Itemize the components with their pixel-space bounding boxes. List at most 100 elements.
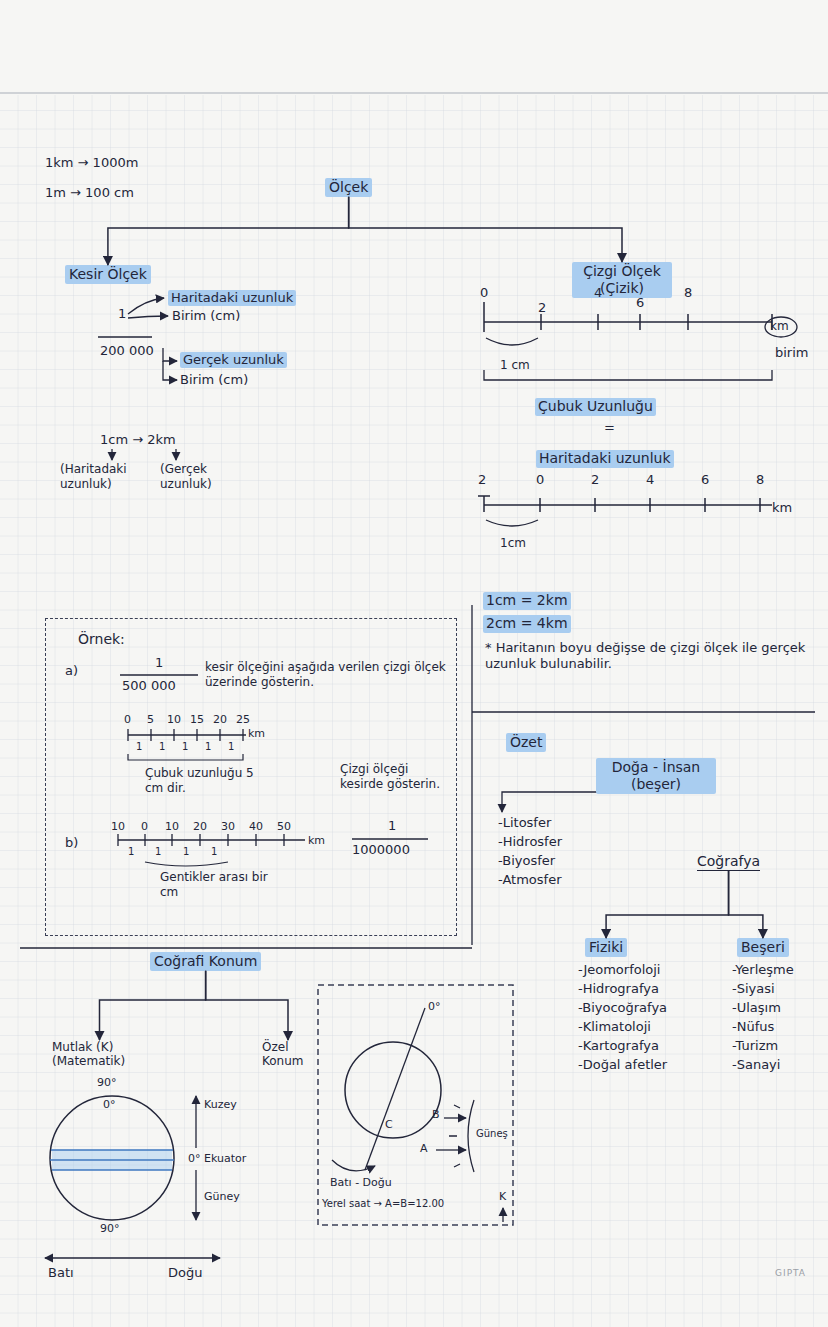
note-text: 0° [103,1098,116,1112]
note-text: b) [65,835,78,851]
note-text: Haritadaki uzunluk [536,450,674,468]
note-text: (Gerçek uzunluk) [160,462,240,492]
node-text: Örnek: [46,619,456,648]
node-text: Coğrafi Konum [154,953,257,970]
pointer-arrow [128,298,164,314]
note-text: 1000000 [352,842,410,858]
note-text: = [604,420,615,436]
note-text: 8 [756,472,764,488]
node-text: (beşer) [600,776,712,793]
note-text: 1 [388,818,396,834]
note-text: km [248,727,265,741]
sun-ray [436,1149,466,1150]
branch-box: Mutlak (K) (Matematik) [52,1040,147,1069]
branch-box: Çizgi Ölçek (Çizik) [572,262,672,298]
note-text: 50 [277,820,291,834]
note-text: 0 [536,472,544,488]
note-text: -Biyocoğrafya [578,1000,667,1016]
note-text: 1cm [500,536,526,551]
note-text: 0° Ekuator [188,1152,246,1166]
note-text: Yerel saat → A=B=12.00 [322,1198,444,1211]
note-text: Güneş [476,1128,508,1141]
note-text: Güney [204,1190,240,1204]
note-text: 10 [167,713,181,727]
fraction-bar [120,674,198,675]
note-text: -Yerleşme [732,962,794,978]
note-text: 0° [428,1000,441,1014]
note-text: -Kartografya [578,1038,659,1054]
connector-arrow [606,871,728,938]
connector-arrow [108,197,349,265]
node-text: Çizgi Ölçek (Çizik) [576,263,668,297]
note-text: Kuzey [204,1098,237,1112]
note-text: 6 [701,472,709,488]
note-text: 1cm = 2km [483,592,571,610]
note-text: 1 [211,846,217,859]
scale-bar [118,839,305,840]
unit-circle [765,317,797,337]
earth-axis [365,1008,425,1170]
note-text: 1m → 100 cm [45,185,134,201]
note-text: B [432,1108,440,1122]
node-text: Özel Konum [262,1040,314,1069]
note-text: 200 000 [100,343,154,359]
note-text: 1 [228,741,234,754]
node-text: Ölçek [329,179,368,196]
globe [345,1042,441,1138]
pointer-arrow [111,449,112,460]
note-text: 30 [221,820,235,834]
note-text: birim [775,345,808,361]
sun-ray [444,1117,466,1118]
note-text: 4 [646,472,654,488]
rotation-arrow [332,1160,375,1171]
note-text: Çubuk uzunluğu 5 cm dir. [145,766,265,796]
pointer-arrow [175,449,176,460]
note-text: 1 [183,846,189,859]
note-text: 1 [118,306,126,322]
topic-box: Ölçek [325,178,372,197]
note-text: -Hidrografya [578,981,659,997]
note-text: Haritadaki uzunluk [168,290,296,306]
unit-brace [486,338,538,345]
scale-ticks [478,496,760,512]
note-text: Gerçek uzunluk [180,352,287,368]
note-text: -Sanayi [732,1057,780,1073]
note-text: * Haritanın boyu değişse de çizgi ölçek … [485,640,820,673]
note-text: 0 [141,820,148,834]
note-text: -Atmosfer [498,872,561,888]
note-text: -Hidrosfer [498,834,562,850]
note-text: kesir ölçeğini aşağıda verilen çizgi ölç… [205,660,450,690]
note-text: -Ulaşım [732,1000,781,1016]
note-text: 4 [594,285,602,301]
note-text: -Biyosfer [498,853,555,869]
connector-arrow [100,971,206,1040]
scale-bar [484,504,772,506]
note-text: 10 [165,820,179,834]
note-text: Batı [48,1265,74,1281]
unit-brace [486,520,538,526]
note-text: A [420,1142,428,1156]
note-text: 1 cm [500,358,530,373]
note-text: 25 [236,713,250,727]
scale-ticks [118,834,284,846]
note-text: GIPTA [775,1268,806,1279]
note-text: 1 [155,655,163,671]
note-text: 1 [155,846,161,859]
connector-arrow [206,971,288,1040]
pointer-arrow [163,361,177,380]
node-text: Mutlak (K) (Matematik) [52,1040,147,1069]
node-text: Coğrafya [697,853,760,871]
node-text: Beşeri [741,939,785,956]
note-text: -Litosfer [498,815,551,831]
fraction-bar [98,336,152,338]
scale-ticks [128,729,243,741]
note-text: 2 [591,472,599,488]
note-text: Birim (cm) [172,308,240,324]
note-text: 6 [636,295,644,311]
sun-symbol [449,1100,474,1172]
north-arrow [502,1208,503,1222]
scale-ticks [484,302,772,332]
note-text: 1 [128,846,134,859]
